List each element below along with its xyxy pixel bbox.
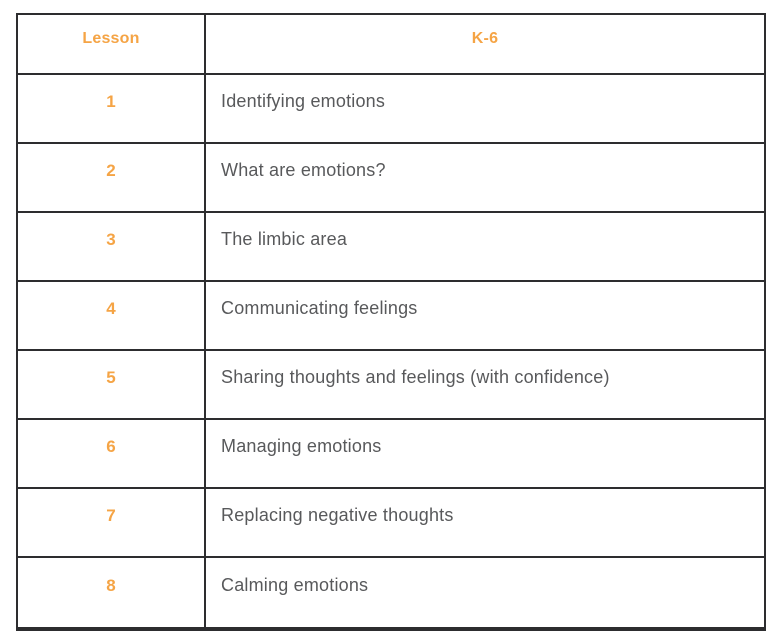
lesson-number: 3 (106, 229, 116, 249)
lesson-number: 4 (106, 298, 116, 318)
lesson-title: Sharing thoughts and feelings (with conf… (221, 367, 610, 387)
lesson-number: 7 (106, 505, 116, 525)
lesson-title-cell: The limbic area (206, 213, 764, 280)
lesson-number: 2 (106, 160, 116, 180)
lesson-title-cell: Replacing negative thoughts (206, 489, 764, 556)
lesson-title-cell: Managing emotions (206, 420, 764, 487)
header-lesson-label: Lesson (82, 30, 140, 47)
table-row: 8 Calming emotions (18, 558, 764, 627)
table-row: 4 Communicating feelings (18, 282, 764, 351)
lesson-number-cell: 4 (18, 282, 206, 349)
lesson-title: Communicating feelings (221, 298, 418, 318)
lesson-number-cell: 1 (18, 75, 206, 142)
table-row: 3 The limbic area (18, 213, 764, 282)
header-grade-label: K-6 (471, 30, 499, 47)
table-row: 7 Replacing negative thoughts (18, 489, 764, 558)
lesson-number: 8 (106, 575, 116, 595)
table-header-row: Lesson K-6 (18, 15, 764, 75)
lesson-title-cell: Sharing thoughts and feelings (with conf… (206, 351, 764, 418)
table-row: 2 What are emotions? (18, 144, 764, 213)
header-lesson-cell: Lesson (18, 15, 206, 73)
lesson-title-cell: Communicating feelings (206, 282, 764, 349)
lesson-title: Identifying emotions (221, 91, 386, 111)
lesson-title-cell: Identifying emotions (206, 75, 764, 142)
lesson-title: What are emotions? (221, 160, 386, 180)
lesson-number-cell: 7 (18, 489, 206, 556)
lesson-title: Calming emotions (221, 575, 369, 595)
lesson-number-cell: 2 (18, 144, 206, 211)
lesson-title: Managing emotions (221, 436, 382, 456)
lesson-table: Lesson K-6 1 Identifying emotions 2 What… (16, 13, 766, 631)
lesson-number-cell: 3 (18, 213, 206, 280)
lesson-title: Replacing negative thoughts (221, 505, 454, 525)
table-row: 5 Sharing thoughts and feelings (with co… (18, 351, 764, 420)
table-row: 6 Managing emotions (18, 420, 764, 489)
lesson-number: 5 (106, 367, 116, 387)
header-grade-cell: K-6 (206, 15, 764, 73)
lesson-number: 6 (106, 436, 116, 456)
lesson-number: 1 (106, 91, 116, 111)
lesson-title: The limbic area (221, 229, 348, 249)
lesson-title-cell: Calming emotions (206, 558, 764, 627)
lesson-title-cell: What are emotions? (206, 144, 764, 211)
table-row: 1 Identifying emotions (18, 75, 764, 144)
lesson-number-cell: 5 (18, 351, 206, 418)
lesson-number-cell: 6 (18, 420, 206, 487)
lesson-number-cell: 8 (18, 558, 206, 627)
